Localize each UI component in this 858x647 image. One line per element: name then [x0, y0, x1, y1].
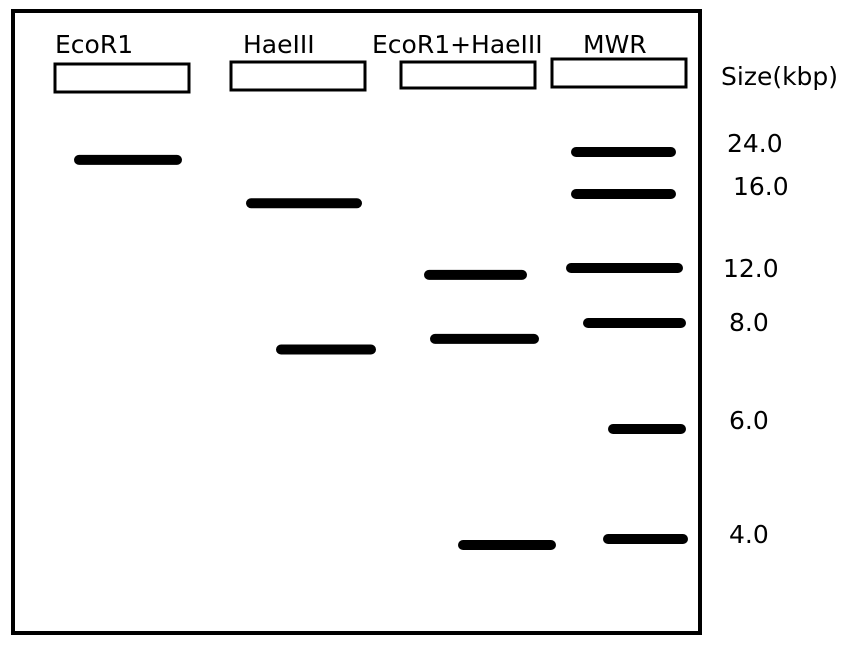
- lane-label-ecor1: EcoR1: [55, 30, 133, 59]
- size-label-6: 6.0: [729, 406, 769, 435]
- lane-label-haeiii: HaeIII: [243, 30, 315, 59]
- well-mwr: [550, 57, 688, 89]
- lane-label-ecor1-haeiii: EcoR1+HaeIII: [372, 30, 543, 59]
- well-ecor1-haeiii: [399, 60, 537, 90]
- size-label-16: 16.0: [733, 172, 789, 201]
- size-label-4: 4.0: [729, 520, 769, 549]
- size-label-8: 8.0: [729, 308, 769, 337]
- lane-label-mwr: MWR: [583, 30, 647, 59]
- well-ecor1: [53, 62, 191, 94]
- size-axis-header: Size(kbp): [721, 62, 838, 91]
- size-label-24: 24.0: [727, 129, 783, 158]
- gel-frame: [11, 9, 702, 635]
- well-haeiii: [229, 60, 367, 92]
- size-label-12: 12.0: [723, 254, 779, 283]
- band-group: [74, 147, 688, 550]
